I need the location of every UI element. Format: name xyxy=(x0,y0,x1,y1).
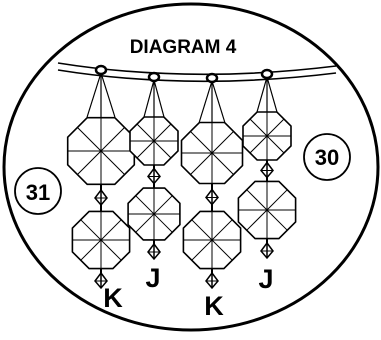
callout-label: 31 xyxy=(26,180,50,205)
octagon-facet-line xyxy=(249,118,285,154)
callout-30: 30 xyxy=(303,133,351,181)
crystal-strand-3 xyxy=(180,72,244,290)
strand-label-4: J xyxy=(258,264,273,294)
octagon-crystal xyxy=(127,187,181,241)
hanger-wire xyxy=(143,79,155,118)
hook-ring xyxy=(205,72,219,84)
callout-circle xyxy=(303,133,351,181)
diagram-title: DIAGRAM 4 xyxy=(130,37,237,58)
octagon-crystal xyxy=(242,111,292,161)
hanger-wire xyxy=(198,80,213,123)
octagon-facet-line xyxy=(246,189,288,231)
crystal-strands xyxy=(66,64,297,290)
hanger-wire xyxy=(86,72,102,118)
octagon-facet-line xyxy=(77,127,125,175)
octagon-facet-line xyxy=(190,131,234,175)
octagon-facet-line xyxy=(136,123,172,159)
callout-31: 31 xyxy=(14,167,62,215)
octagon-facet-line xyxy=(191,219,233,261)
hanger-wire xyxy=(211,80,226,123)
hook-ring xyxy=(260,68,274,80)
strand-label-1: K xyxy=(103,283,123,313)
hanging-rail-bottom xyxy=(57,69,337,83)
strand-label-3: K xyxy=(204,291,224,321)
hanger-wire xyxy=(256,76,268,113)
octagon-crystal xyxy=(129,116,179,166)
hanging-rail-top xyxy=(57,62,337,76)
hanger-wire xyxy=(266,76,278,113)
octagon-crystal xyxy=(237,180,297,240)
hanger-wire xyxy=(153,79,165,118)
octagon-crystal xyxy=(182,210,242,270)
octagon-crystal xyxy=(180,121,244,185)
strand-label-2: J xyxy=(145,263,160,293)
callout-label: 30 xyxy=(315,145,339,170)
crystal-strand-1 xyxy=(66,64,136,290)
octagon-facet-line xyxy=(80,219,122,261)
callout-circle xyxy=(14,167,62,215)
octagon-facet-line xyxy=(135,195,173,233)
hook-ring xyxy=(94,64,108,76)
crystal-strand-2 xyxy=(127,71,181,261)
octagon-crystal xyxy=(66,116,136,186)
hanger-wire xyxy=(100,72,116,118)
crystal-strand-4 xyxy=(237,68,297,260)
hook-ring xyxy=(147,71,161,83)
octagon-crystal xyxy=(71,210,131,270)
